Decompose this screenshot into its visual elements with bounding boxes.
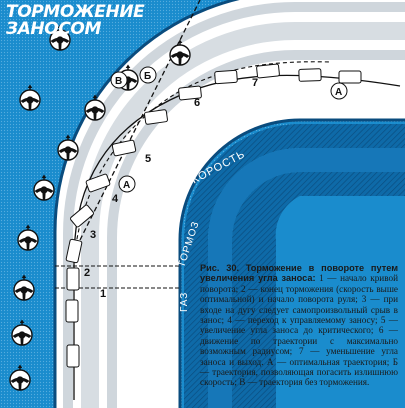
position-marker-7: 7: [252, 77, 258, 89]
car: [85, 173, 111, 193]
road-lane-inner: [81, 22, 405, 408]
speed-band: [184, 124, 405, 408]
position-marker-2: 2: [84, 267, 90, 279]
road-lane-edge: [107, 50, 405, 408]
car: [66, 267, 80, 291]
svg-text:В: В: [115, 76, 122, 87]
svg-text:А: А: [123, 180, 130, 191]
car: [214, 69, 238, 85]
svg-text:А: А: [335, 87, 342, 98]
position-marker-5: 5: [145, 153, 151, 165]
car: [144, 109, 168, 125]
trajectory-label-a-2: А: [330, 82, 348, 100]
title-line-2: ЗАНОСОМ: [6, 19, 101, 39]
car: [70, 204, 94, 228]
brake-band: [208, 148, 405, 408]
car: [65, 238, 83, 264]
trajectory-v: [79, 0, 201, 241]
car: [65, 299, 79, 323]
inner-curb: [178, 118, 405, 408]
car: [256, 63, 280, 79]
caption-figure-number: Рис. 30.: [200, 263, 240, 273]
car: [298, 68, 322, 82]
caption-heading: Торможение в повороте путем увеличения у…: [200, 263, 398, 284]
car: [111, 139, 137, 157]
trajectory-label-v: В: [110, 71, 128, 89]
caption-body: 1 — начало кривой поворота; 2 — конец то…: [200, 273, 398, 388]
position-marker-6: 6: [194, 97, 200, 109]
diagram-title: ТОРМОЖЕНИЕ ЗАНОСОМ: [6, 2, 145, 39]
position-marker-1: 1: [100, 288, 106, 300]
figure-caption: Рис. 30. Торможение в повороте путем уве…: [200, 263, 398, 388]
trajectory-label-b: Б: [139, 66, 157, 84]
infield-core: [275, 196, 405, 408]
position-marker-4: 4: [112, 193, 119, 205]
car-sequence: [65, 63, 362, 368]
gas-label: ГАЗ: [179, 292, 190, 312]
outer-curb: [53, 0, 241, 408]
gas-band: [232, 172, 405, 408]
car: [338, 70, 362, 84]
title-line-1: ТОРМОЖЕНИЕ: [6, 2, 145, 22]
trajectory-label-a-1: А: [118, 175, 136, 193]
car: [66, 344, 80, 368]
car: [178, 85, 202, 101]
svg-text:Б: Б: [144, 71, 151, 82]
position-marker-3: 3: [90, 229, 96, 241]
